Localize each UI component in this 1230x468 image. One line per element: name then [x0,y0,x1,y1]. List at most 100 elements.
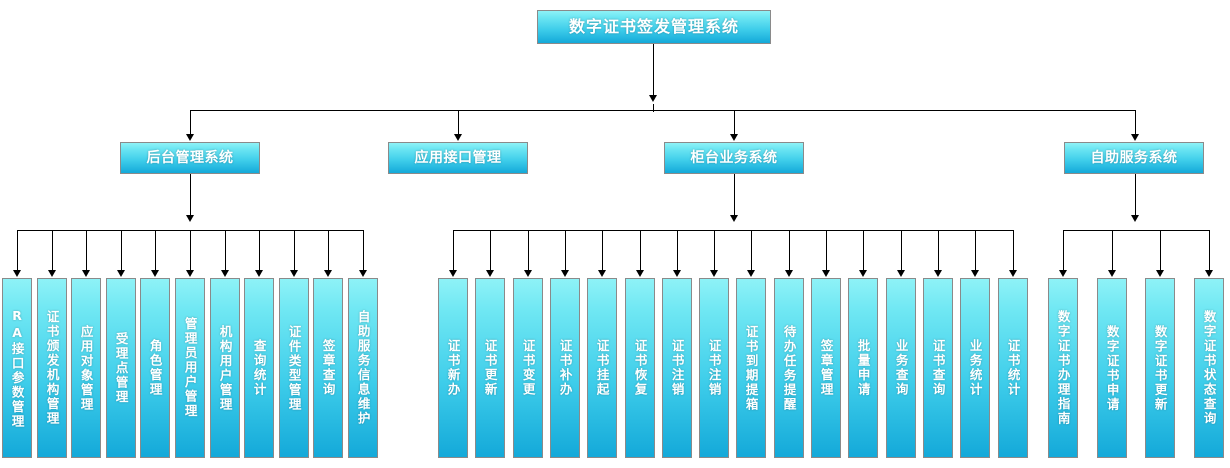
node-counter-child-14[interactable]: 业务统计 [960,278,990,458]
connector-counter-arrow-12 [897,270,905,277]
node-backend-child-5[interactable]: 管理员用户管理 [175,278,205,458]
node-counter-child-12[interactable]: 业务查询 [886,278,916,458]
connector-backend-arrow-9 [324,270,332,277]
connector-backend-arrow-7 [255,270,263,277]
connector-lvl2-counter-arrow [730,134,738,141]
connector-counter-drop-2 [528,230,529,271]
connector-root-stem [653,44,654,96]
node-counter-child-1[interactable]: 证书更新 [475,278,505,458]
connector-backend-arrow-5 [186,270,194,277]
node-counter-child-11[interactable]: 批量申请 [848,278,878,458]
connector-backend-arrow-10 [359,270,367,277]
connector-backend-drop-1 [52,230,53,271]
connector-counter-drop-5 [640,230,641,271]
connector-backend-arrow-6 [221,270,229,277]
node-selfservice-child-3[interactable]: 数字证书状态查询 [1194,278,1224,458]
node-counter-child-15[interactable]: 证书统计 [998,278,1028,458]
connector-backend-arrow-0 [13,270,21,277]
node-counter-child-9[interactable]: 待办任务提醒 [774,278,804,458]
connector-counter-drop-14 [975,230,976,271]
node-backend-child-4[interactable]: 角色管理 [140,278,170,458]
node-counter-business-system[interactable]: 柜台业务系统 [664,142,804,174]
connector-lvl2-selfservice-arrow [1131,134,1139,141]
connector-backend-arrow-8 [290,270,298,277]
node-self-service-system[interactable]: 自助服务系统 [1064,142,1204,174]
node-application-interface-management[interactable]: 应用接口管理 [388,142,528,174]
connector-counter-arrow-8 [747,270,755,277]
connector-counter-arrow-11 [859,270,867,277]
connector-selfservice-stem [1135,174,1136,216]
node-backend-child-2[interactable]: 应用对象管理 [71,278,101,458]
connector-counter-arrow-14 [971,270,979,277]
connector-counter-drop-4 [602,230,603,271]
connector-selfservice-drop-0 [1063,230,1064,271]
connector-counter-drop-11 [863,230,864,271]
node-counter-child-13[interactable]: 证书查询 [923,278,953,458]
node-backend-child-3[interactable]: 受理点管理 [106,278,136,458]
connector-counter-arrow-10 [822,270,830,277]
connector-counter-drop-10 [826,230,827,271]
connector-counter-arrow-2 [524,270,532,277]
node-selfservice-child-0[interactable]: 数字证书办理指南 [1048,278,1078,458]
connector-counter-stem [734,174,735,216]
connector-counter-arrow-7 [710,270,718,277]
connector-backend-drop-5 [190,230,191,271]
node-counter-child-5[interactable]: 证书恢复 [625,278,655,458]
node-counter-child-7[interactable]: 证书注销 [699,278,729,458]
connector-counter-drop-8 [751,230,752,271]
connector-counter-drop-12 [901,230,902,271]
connector-backend-drop-10 [363,230,364,271]
connector-backend-drop-4 [155,230,156,271]
node-counter-child-10[interactable]: 签章管理 [811,278,841,458]
connector-selfservice-drop-1 [1112,230,1113,271]
connector-backend-stem-arrow [186,215,194,222]
node-backend-child-7[interactable]: 查询统计 [244,278,274,458]
connector-backend-drop-7 [259,230,260,271]
node-backend-child-9[interactable]: 签章查询 [313,278,343,458]
node-counter-child-0[interactable]: 证书新办 [438,278,468,458]
connector-counter-arrow-1 [486,270,494,277]
node-backend-child-1[interactable]: 证书颁发机构管理 [37,278,67,458]
connector-level2-bus [190,110,1136,111]
node-backend-child-8[interactable]: 证件类型管理 [279,278,309,458]
node-backend-child-10[interactable]: 自助服务信息维护 [348,278,378,458]
connector-lvl2-appiface [458,110,459,135]
connector-counter-bus [453,230,1013,231]
connector-counter-arrow-5 [636,270,644,277]
connector-counter-drop-0 [453,230,454,271]
connector-backend-stem [190,174,191,216]
connector-counter-drop-3 [565,230,566,271]
node-counter-child-4[interactable]: 证书挂起 [587,278,617,458]
node-backend-child-0[interactable]: RA接口参数管理 [2,278,32,458]
connector-backend-drop-8 [294,230,295,271]
node-root-system[interactable]: 数字证书签发管理系统 [537,10,771,44]
connector-selfservice-stem-arrow [1131,215,1139,222]
connector-lvl2-backend [190,110,191,135]
connector-backend-drop-9 [328,230,329,271]
node-counter-child-6[interactable]: 证书注销 [662,278,692,458]
connector-counter-stem-arrow [730,215,738,222]
connector-backend-drop-2 [86,230,87,271]
connector-backend-drop-6 [225,230,226,271]
connector-counter-drop-7 [714,230,715,271]
connector-lvl2-appiface-arrow [454,134,462,141]
node-backend-management-system[interactable]: 后台管理系统 [120,142,260,174]
connector-root-drop [653,104,654,112]
connector-counter-arrow-13 [934,270,942,277]
connector-counter-drop-6 [677,230,678,271]
connector-counter-drop-13 [938,230,939,271]
node-selfservice-child-1[interactable]: 数字证书申请 [1097,278,1127,458]
connector-counter-arrow-0 [449,270,457,277]
connector-backend-drop-0 [17,230,18,271]
connector-counter-drop-1 [490,230,491,271]
connector-counter-arrow-6 [673,270,681,277]
connector-backend-arrow-4 [151,270,159,277]
connector-backend-arrow-3 [117,270,125,277]
node-counter-child-2[interactable]: 证书变更 [513,278,543,458]
connector-selfservice-bus [1063,230,1209,231]
node-selfservice-child-2[interactable]: 数字证书更新 [1145,278,1175,458]
connector-backend-arrow-1 [48,270,56,277]
node-counter-child-8[interactable]: 证书到期提箱 [736,278,766,458]
node-backend-child-6[interactable]: 机构用户管理 [210,278,240,458]
node-counter-child-3[interactable]: 证书补办 [550,278,580,458]
